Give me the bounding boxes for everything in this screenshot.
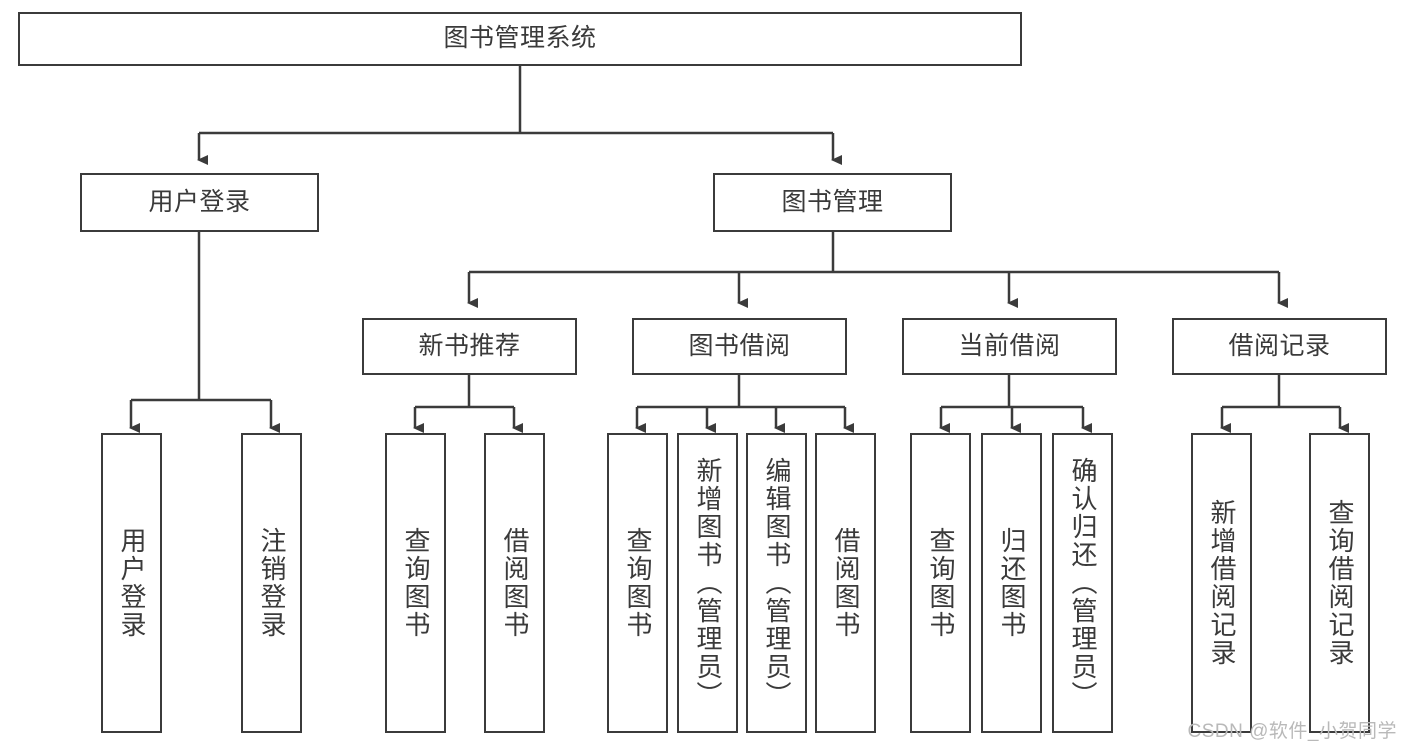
node-book-management[interactable]: 图书管理 (713, 173, 952, 232)
node-label: 归还图书 (997, 527, 1028, 639)
node-label: 图书管理 (781, 187, 884, 216)
node-root-system[interactable]: 图书管理系统 (18, 12, 1022, 66)
node-label: 查询图书 (623, 527, 654, 639)
node-label: 借阅记录 (1228, 331, 1331, 360)
node-label: 注销登录 (257, 527, 288, 639)
node-label: 当前借阅 (958, 331, 1061, 360)
node-new-book-recommend[interactable]: 新书推荐 (362, 318, 577, 375)
leaf-borrow-edit-book-admin[interactable]: 编辑图书（管理员） (746, 433, 807, 733)
leaf-current-return-book[interactable]: 归还图书 (981, 433, 1042, 733)
node-user-login[interactable]: 用户登录 (80, 173, 319, 232)
node-label: 查询图书 (926, 527, 957, 639)
csdn-watermark: CSDN @软件_小贺同学 (1187, 721, 1397, 742)
node-label: 新增借阅记录 (1207, 499, 1238, 667)
node-label: 确认归还（管理员） (1068, 457, 1099, 709)
leaf-record-add-record[interactable]: 新增借阅记录 (1191, 433, 1252, 733)
node-borrow-record[interactable]: 借阅记录 (1172, 318, 1387, 375)
node-label: 查询借阅记录 (1325, 499, 1356, 667)
node-label: 新书推荐 (418, 331, 521, 360)
node-current-borrow[interactable]: 当前借阅 (902, 318, 1117, 375)
node-label: 图书管理系统 (443, 24, 597, 53)
leaf-current-confirm-return-admin[interactable]: 确认归还（管理员） (1052, 433, 1113, 733)
leaf-borrow-query-book[interactable]: 查询图书 (607, 433, 668, 733)
node-label: 用户登录 (148, 187, 251, 216)
leaf-user-login-login[interactable]: 用户登录 (101, 433, 162, 733)
leaf-borrow-add-book-admin[interactable]: 新增图书（管理员） (677, 433, 738, 733)
leaf-new-book-query[interactable]: 查询图书 (385, 433, 446, 733)
leaf-record-query-record[interactable]: 查询借阅记录 (1309, 433, 1370, 733)
node-label: 新增图书（管理员） (693, 457, 724, 709)
node-label: 编辑图书（管理员） (762, 457, 793, 709)
node-label: 用户登录 (117, 527, 148, 639)
node-label: 借阅图书 (500, 527, 531, 639)
leaf-borrow-borrow-book[interactable]: 借阅图书 (815, 433, 876, 733)
leaf-current-query-book[interactable]: 查询图书 (910, 433, 971, 733)
leaf-user-login-logout[interactable]: 注销登录 (241, 433, 302, 733)
node-book-borrow[interactable]: 图书借阅 (632, 318, 847, 375)
node-label: 借阅图书 (831, 527, 862, 639)
node-label: 图书借阅 (688, 331, 791, 360)
node-label: 查询图书 (401, 527, 432, 639)
leaf-new-book-borrow[interactable]: 借阅图书 (484, 433, 545, 733)
